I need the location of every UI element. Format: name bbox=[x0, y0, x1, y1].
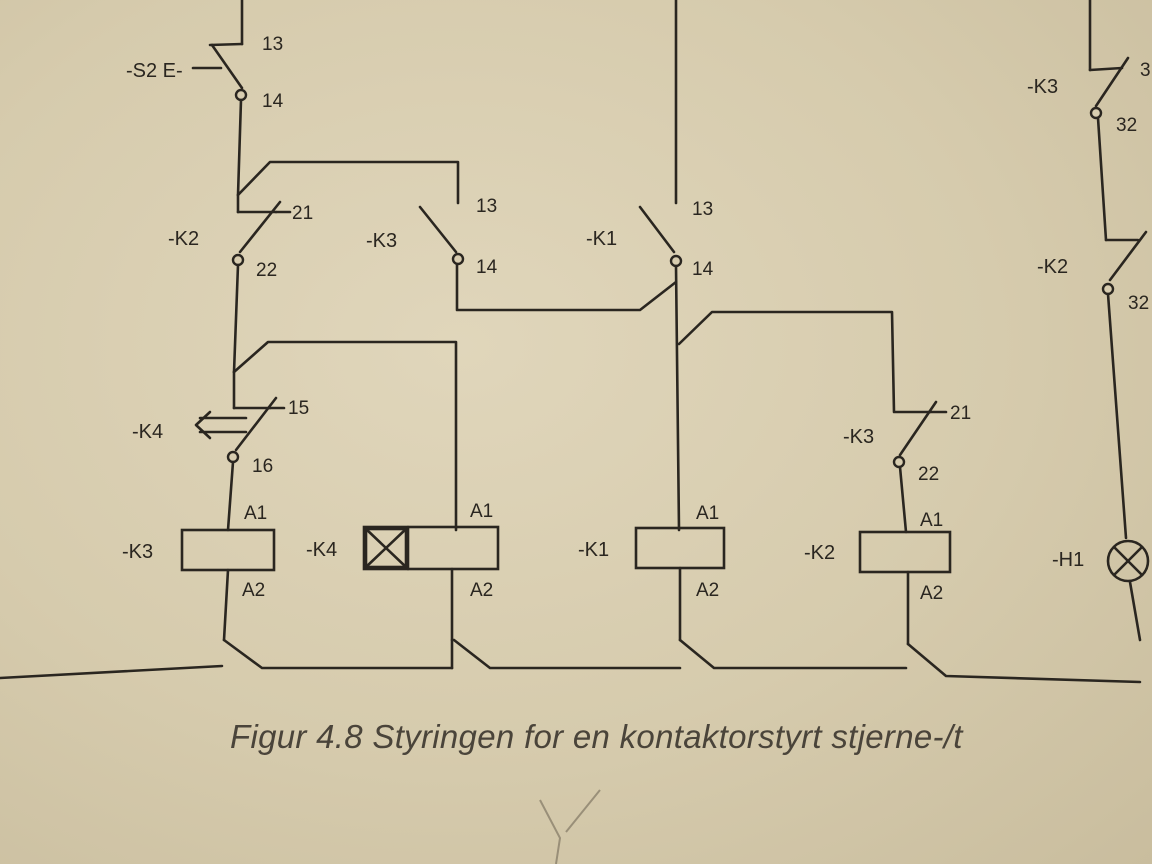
label-k2-right: -K2 bbox=[1037, 256, 1068, 278]
pin-k2-a2: A2 bbox=[920, 583, 943, 604]
pin-k1-14: 14 bbox=[692, 259, 714, 280]
pin-k2-a1: A1 bbox=[920, 510, 943, 531]
k3-right-terminal-32 bbox=[1089, 106, 1103, 120]
pin-k1-13: 13 bbox=[692, 199, 713, 220]
pin-k1-a2: A2 bbox=[696, 580, 719, 601]
pin-k4-a1: A1 bbox=[470, 501, 493, 522]
k3-coil bbox=[180, 528, 276, 572]
label-k2-coil: -K2 bbox=[804, 542, 835, 564]
k2-coil bbox=[858, 530, 952, 574]
pin-k2-21: 21 bbox=[292, 203, 313, 224]
k2-contact-blade bbox=[238, 200, 282, 254]
label-k3-nc-contact: -K3 bbox=[843, 426, 874, 448]
k4-contact-blade bbox=[234, 396, 278, 452]
pin-k3nc-21: 21 bbox=[950, 403, 971, 424]
figure-caption: Figur 4.8 Styringen for en kontaktorstyr… bbox=[230, 718, 963, 755]
pin-k3r-32: 32 bbox=[1116, 115, 1137, 136]
paper-crease bbox=[539, 789, 601, 864]
pin-k3nc-22: 22 bbox=[918, 464, 939, 485]
return-bus bbox=[0, 664, 224, 680]
pin-k3r-3: 3 bbox=[1140, 60, 1151, 81]
k3-terminal-22 bbox=[892, 455, 906, 469]
pin-k3-13: 13 bbox=[476, 196, 497, 217]
label-k4-contact: -K4 bbox=[132, 421, 163, 443]
label-k1-contact: -K1 bbox=[586, 228, 617, 250]
label-k3-contact: -K3 bbox=[366, 230, 397, 252]
branch-h1 bbox=[1088, 0, 1150, 642]
k1-terminal-14 bbox=[669, 254, 683, 268]
k1-contact-blade bbox=[638, 205, 676, 254]
k4-coil bbox=[362, 525, 500, 571]
pin-k4-a2: A2 bbox=[470, 580, 493, 601]
pin-k3-14: 14 bbox=[476, 257, 498, 278]
label-k2-contact: -K2 bbox=[168, 228, 199, 250]
pin-k4-16: 16 bbox=[252, 456, 273, 477]
label-k1-coil: -K1 bbox=[578, 539, 609, 561]
branch-k4 bbox=[362, 525, 682, 670]
k3-contact-blade bbox=[418, 205, 458, 254]
label-k3-coil: -K3 bbox=[122, 541, 153, 563]
k2-right-terminal-32 bbox=[1101, 282, 1115, 296]
k4-delay-symbol bbox=[194, 410, 248, 440]
branch-k1 bbox=[418, 0, 932, 670]
label-k4-coil: -K4 bbox=[306, 539, 337, 561]
k3-terminal-14 bbox=[451, 252, 465, 266]
k1-coil bbox=[634, 526, 726, 570]
k3-right-blade bbox=[1094, 56, 1130, 108]
branch-k3 bbox=[180, 0, 460, 670]
s2-switch-lever bbox=[210, 43, 244, 90]
pin-s2-14: 14 bbox=[262, 91, 284, 112]
label-s2: -S2 E- bbox=[126, 60, 183, 82]
k2-terminal-22 bbox=[231, 253, 245, 267]
s2-contact-blade bbox=[208, 42, 244, 47]
branch-k2 bbox=[858, 400, 1142, 684]
s2-terminal-14 bbox=[234, 88, 248, 102]
lamp-icon bbox=[1106, 539, 1150, 583]
pin-s2-13: 13 bbox=[262, 34, 283, 55]
pin-k2-22: 22 bbox=[256, 260, 277, 281]
k4-delay-box bbox=[364, 527, 408, 569]
label-k3-right: -K3 bbox=[1027, 76, 1058, 98]
label-h1: -H1 bbox=[1052, 549, 1084, 571]
k3-nc-blade bbox=[898, 400, 938, 457]
pin-k1-a1: A1 bbox=[696, 503, 719, 524]
pin-k4-15: 15 bbox=[288, 398, 309, 419]
pin-k3-a1: A1 bbox=[244, 503, 267, 524]
pin-k3-a2: A2 bbox=[242, 580, 265, 601]
pin-k2r-32: 32 bbox=[1128, 293, 1149, 314]
k2-right-blade bbox=[1108, 230, 1148, 282]
k4-terminal-16 bbox=[226, 450, 240, 464]
